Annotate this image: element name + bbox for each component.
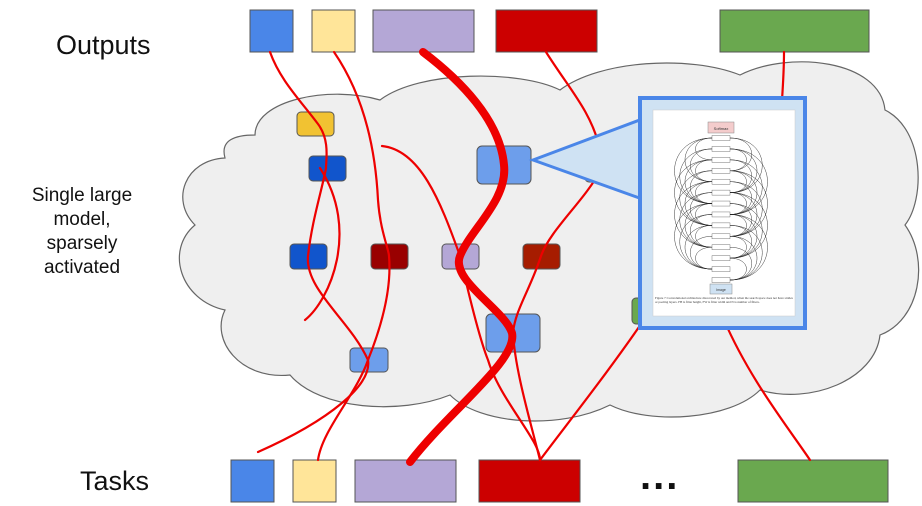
inset-skip-curve [729,148,747,171]
inset-layer-box [711,178,731,185]
inset-layer-box [711,157,731,163]
model-description-line-1: Single large [31,185,133,206]
task-box-red [478,459,581,503]
tasks-label: Tasks [80,466,150,496]
inset-architecture: Softmax Image Figure 7: Convolutional ar… [655,121,793,304]
inset-layer-box [711,244,731,250]
inset-skip-curve [695,137,713,161]
inset-layer-box [711,168,731,174]
inset-layer-box [711,200,731,207]
output-box-blue [249,9,294,53]
inset-softmax-box [707,121,735,134]
inset-skip-curve [729,192,747,215]
inset-layer-box [711,211,731,218]
more-tasks-ellipsis: ... [640,454,680,498]
route-red-secondary [380,144,542,462]
output-box-lavender [372,9,475,53]
route-red [511,50,604,462]
inset-skip-curve [695,181,713,204]
task-box-green [737,459,889,503]
inset-skip-curve [729,257,747,281]
inset-skip-curve [695,225,713,248]
route-dark-blue-extra [303,166,341,322]
inset-skip-curve [729,170,747,193]
inset-image-box [709,283,733,295]
model-description-line-3: sparsely [46,233,118,254]
inset-caption: Figure 7: Convolutional architecture dis… [655,296,793,304]
inset-skip-curve [729,214,747,237]
model-description: Single large model, sparsely activated [4,184,160,280]
inset-layer-box [711,277,731,283]
task-box-blue [230,459,275,503]
routing-lines [256,48,812,466]
inset-skip-curve [695,247,713,270]
model-description-line-2: model, [53,209,111,230]
inset-layer-box [711,222,731,229]
inset-layer-box [711,255,731,261]
output-box-yellow [311,9,356,53]
inset-layer-box [711,233,731,240]
inset-layer-box [711,135,731,141]
inset-softmax-label: Softmax [714,126,729,131]
output-box-red [495,9,598,53]
inset-layer-box [711,266,731,272]
inset-skip-curve [695,159,713,182]
outputs-label: Outputs [56,30,151,60]
task-box-lavender [354,459,457,503]
route-yellow [316,50,391,462]
inset-image-label: Image [716,288,726,292]
route-green-lower [722,318,812,462]
route-red-to-green-node [538,309,652,462]
node-orange [296,111,335,137]
model-description-line-4: activated [43,257,121,278]
task-box-yellow [292,459,337,503]
inset-skip-curve [695,203,713,226]
inset-layer-box [711,146,731,152]
inset-layer-box [711,189,731,196]
output-box-green [719,9,870,53]
inset-skip-curve [729,236,747,259]
route-blue [256,50,370,454]
